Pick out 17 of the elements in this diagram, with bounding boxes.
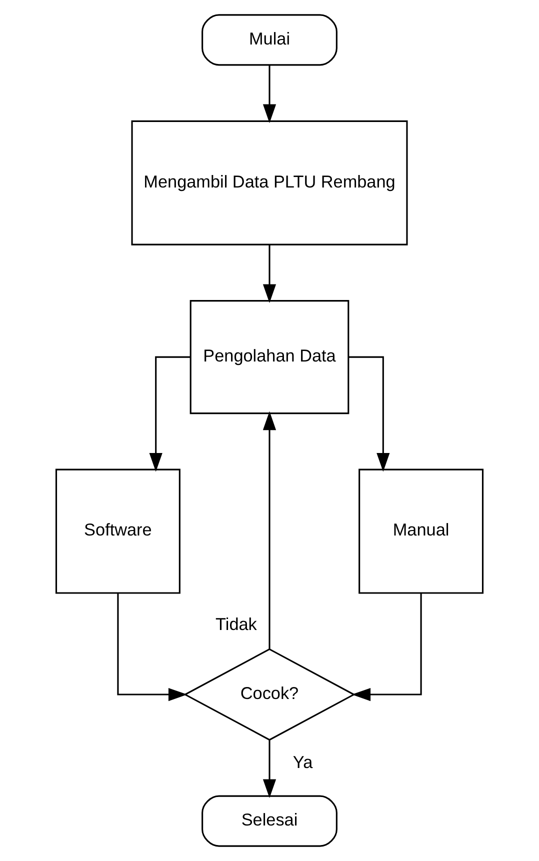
node-box: Pengolahan Data: [190, 300, 350, 414]
node-box: Software: [55, 468, 180, 594]
arrow: [262, 411, 276, 650]
node-box: Mengambil Data PLTU Rembang: [131, 120, 408, 246]
node-diamond: Cocok?: [183, 648, 356, 741]
arrow: [149, 356, 191, 472]
arrow: [117, 593, 188, 702]
arrow: [262, 66, 276, 124]
node-box: Mulai: [202, 14, 338, 66]
arrow: [262, 740, 276, 798]
arrow: [348, 356, 390, 472]
edge-label: Ya: [292, 752, 313, 772]
edge-label: Tidak: [216, 614, 257, 634]
node-box: Selesai: [202, 795, 338, 847]
arrow: [352, 593, 422, 702]
node-box: Manual: [358, 468, 484, 594]
arrow: [262, 244, 276, 303]
